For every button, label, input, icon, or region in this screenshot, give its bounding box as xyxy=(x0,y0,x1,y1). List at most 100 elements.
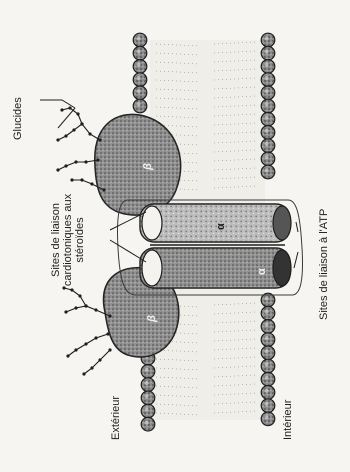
phospholipid-head xyxy=(261,139,275,153)
phospholipid-head-highlight xyxy=(265,129,269,133)
phospholipid-head-highlight xyxy=(265,116,269,120)
phospholipid-head-highlight xyxy=(137,36,141,40)
phospholipid-head-highlight xyxy=(137,50,141,54)
label-sites-cardio-line-3: stéroïdes xyxy=(74,180,86,300)
phospholipid-head-highlight xyxy=(145,368,149,372)
label-sites-cardio-line-2: cardiotoniques aux xyxy=(62,180,74,300)
phospholipid-head-highlight xyxy=(265,402,269,406)
phospholipid-head-highlight xyxy=(265,310,269,314)
glycan-chain-sugar xyxy=(94,336,97,339)
phospholipid-head xyxy=(261,399,275,413)
phospholipid-head xyxy=(141,365,155,379)
phospholipid-head xyxy=(261,33,275,47)
glycan-chain-sugar xyxy=(98,138,101,141)
phospholipid-head xyxy=(141,378,155,392)
glycan-chain-sugar xyxy=(94,308,97,311)
phospholipid-head-highlight xyxy=(265,336,269,340)
glycan-chain-sugar xyxy=(56,138,59,141)
phospholipid-head-highlight xyxy=(137,63,141,67)
phospholipid-head-highlight xyxy=(145,394,149,398)
phospholipid-head-highlight xyxy=(265,50,269,54)
glycan-chain-sugar xyxy=(106,332,109,335)
glycan-chain-sugar xyxy=(74,306,77,309)
phospholipid-head-highlight xyxy=(265,168,269,172)
phospholipid-head-highlight xyxy=(265,349,269,353)
glycan-chain-sugar xyxy=(108,314,111,317)
label-beta-top: β xyxy=(142,163,155,170)
label-alpha-upper: α xyxy=(215,223,228,230)
label-beta-bottom: β xyxy=(146,315,159,322)
phospholipid-head-highlight xyxy=(265,415,269,419)
phospholipid-head-highlight xyxy=(265,89,269,93)
phospholipid-head xyxy=(141,404,155,418)
glycan-chain-sugar xyxy=(74,160,77,163)
glycan-chain-sugar xyxy=(64,310,67,313)
phospholipid-head-highlight xyxy=(265,362,269,366)
phospholipid-head xyxy=(261,46,275,60)
phospholipid-head xyxy=(261,359,275,373)
glycan-chain-sugar xyxy=(64,164,67,167)
phospholipid-head xyxy=(261,333,275,347)
label-sites-atp: Sites de liaison à l'ATP xyxy=(318,209,331,320)
phospholipid-head xyxy=(261,320,275,334)
phospholipid-head xyxy=(133,46,147,60)
glycan-chain-sugar xyxy=(82,372,85,375)
glycan-chain-sugar xyxy=(60,108,63,111)
phospholipid-head xyxy=(261,86,275,100)
phospholipid-head xyxy=(141,391,155,405)
glycan-chain-sugar xyxy=(56,168,59,171)
glycan-chain-sugar xyxy=(64,134,67,137)
phospholipid-head-highlight xyxy=(145,421,149,425)
phospholipid-head xyxy=(261,126,275,140)
phospholipid-head-highlight xyxy=(265,63,269,67)
phospholipid-head xyxy=(261,412,275,426)
phospholipid-head-highlight xyxy=(265,142,269,146)
phospholipid-heads-exterior-top xyxy=(133,33,147,113)
phospholipid-head xyxy=(261,372,275,386)
glycan-chain-sugar xyxy=(96,158,99,161)
phospholipid-head xyxy=(141,417,155,431)
glycan-chain-sugar xyxy=(84,342,87,345)
phospholipid-head-highlight xyxy=(265,389,269,393)
glycan-chain-sugar xyxy=(76,112,79,115)
phospholipid-head xyxy=(261,73,275,87)
phospholipid-head-highlight xyxy=(265,102,269,106)
phospholipid-head xyxy=(261,346,275,360)
glycan-chain-sugar xyxy=(90,182,93,185)
phospholipid-head xyxy=(261,386,275,400)
phospholipid-head xyxy=(261,165,275,179)
phospholipid-head xyxy=(133,86,147,100)
glycan-chain xyxy=(68,334,108,356)
glycan-chain-sugar xyxy=(74,348,77,351)
phospholipid-head-highlight xyxy=(145,381,149,385)
phospholipid-head-highlight xyxy=(137,89,141,93)
phospholipid-head xyxy=(261,306,275,320)
glycan-chain-sugar xyxy=(88,132,91,135)
glycan-chain-sugar xyxy=(80,122,83,125)
glycan-chain-sugar xyxy=(98,358,101,361)
glycan-chain xyxy=(84,350,110,374)
glycan-chain-sugar xyxy=(66,354,69,357)
phospholipid-head-highlight xyxy=(265,36,269,40)
phospholipid-head xyxy=(261,60,275,74)
label-sites-cardiotoniques: Sites de liaison cardiotoniques aux stér… xyxy=(50,180,86,300)
glycan-chain-sugar xyxy=(84,304,87,307)
label-exterieur: Extérieur xyxy=(110,396,123,440)
phospholipid-head-highlight xyxy=(145,407,149,411)
glycan-chain-sugar xyxy=(84,160,87,163)
phospholipid-head xyxy=(133,73,147,87)
label-glucides: Glucides xyxy=(12,97,25,140)
phospholipid-head xyxy=(261,99,275,113)
label-interieur: Intérieur xyxy=(282,400,295,440)
glycan-chain xyxy=(58,160,98,170)
phospholipid-head-highlight xyxy=(137,102,141,106)
phospholipid-head xyxy=(261,152,275,166)
phospholipid-head-highlight xyxy=(265,376,269,380)
phospholipid-head xyxy=(261,112,275,126)
glycan-chain-sugar xyxy=(90,366,93,369)
glycan-chain xyxy=(58,124,82,140)
phospholipid-head xyxy=(133,33,147,47)
phospholipid-head-highlight xyxy=(265,296,269,300)
phospholipid-head-highlight xyxy=(265,323,269,327)
